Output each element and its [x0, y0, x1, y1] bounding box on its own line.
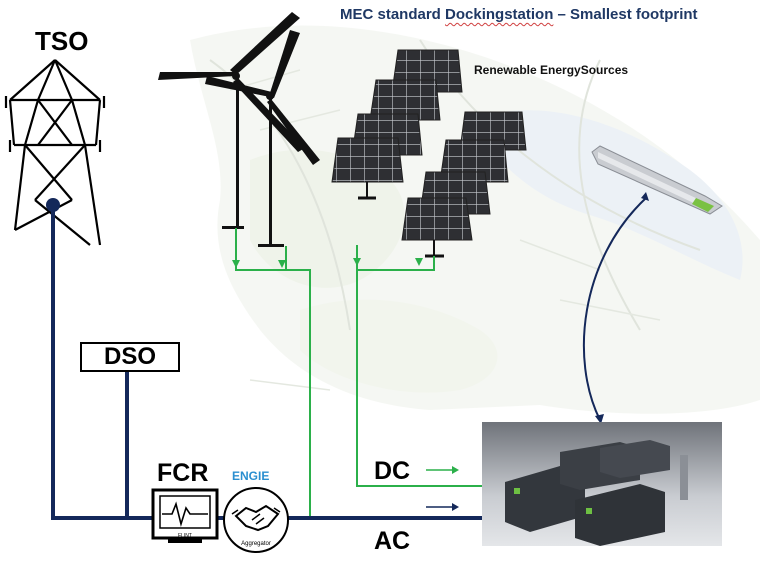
dc-arrow — [426, 466, 459, 474]
aerial-map-background — [190, 25, 760, 414]
title-prefix: MEC standard — [340, 6, 446, 23]
aggregator-label: Aggregator — [241, 541, 271, 547]
renewable-sources-label: Renewable EnergySources — [474, 63, 629, 77]
solar-panel-icon — [401, 197, 473, 241]
monitor-icon: FLINT — [151, 488, 219, 543]
solar-panel-icon — [331, 137, 404, 183]
transmission-tower-icon — [4, 59, 106, 246]
battery-container-icon — [482, 422, 722, 546]
solar-panel-icon — [369, 79, 441, 121]
flint-logo: FLINT — [178, 533, 192, 539]
fcr-label: FCR — [157, 459, 209, 487]
diagram-title: MEC standard Dockingstation – Smallest f… — [340, 6, 698, 23]
dso-box: DSO — [80, 342, 180, 372]
ship-dock-link-arrow — [582, 197, 647, 421]
handshake-icon: Aggregator — [223, 487, 289, 553]
ac-arrow — [426, 503, 459, 511]
title-suffix: – Smallest footprint — [553, 6, 698, 23]
solar-panel-array — [331, 49, 527, 258]
ship-icon — [591, 145, 723, 215]
tso-label: TSO — [35, 26, 89, 56]
ac-label: AC — [374, 527, 411, 555]
engie-logo: ENGIE — [232, 469, 270, 483]
ac-bus-lines — [51, 205, 482, 520]
wind-turbine-icon — [205, 30, 320, 247]
title-underlined: Dockingstation — [445, 6, 554, 23]
dc-label: DC — [374, 457, 411, 485]
dc-bus-lines — [235, 228, 482, 518]
dc-input-arrows — [232, 258, 423, 268]
